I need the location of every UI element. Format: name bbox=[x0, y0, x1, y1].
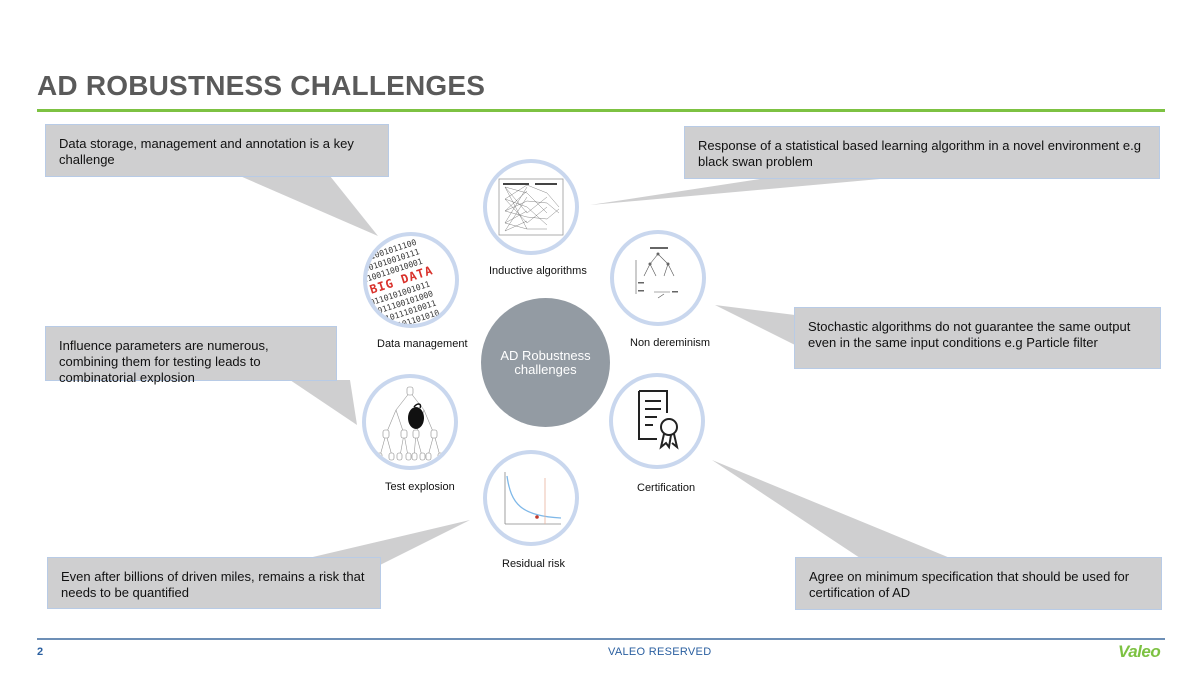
valeo-logo: Valeo bbox=[1118, 642, 1161, 661]
pointer-inductive bbox=[590, 179, 880, 205]
decision-tree-icon bbox=[635, 247, 678, 299]
callout-test-explosion: Influence parameters are numerous, combi… bbox=[45, 326, 337, 385]
pointer-data bbox=[240, 176, 378, 236]
label-data-management: Data management bbox=[377, 338, 468, 350]
node-certification bbox=[609, 373, 705, 469]
big-data-icon: 0101001011100 1001010010111 110011001000… bbox=[367, 238, 441, 324]
page-title: AD ROBUSTNESS CHALLENGES bbox=[37, 70, 486, 101]
footer-divider bbox=[37, 638, 1165, 640]
callout-residual-risk: Even after billions of driven miles, rem… bbox=[47, 557, 381, 609]
node-non-determinism bbox=[610, 230, 706, 326]
page-number: 2 bbox=[37, 646, 44, 658]
node-data-management: 0101001011100 1001010010111 110011001000… bbox=[363, 232, 459, 328]
callout-non-determinism: Stochastic algorithms do not guarantee t… bbox=[794, 307, 1161, 369]
node-residual-risk bbox=[483, 450, 579, 546]
center-hub: AD Robustness challenges bbox=[481, 298, 610, 427]
node-test-explosion bbox=[362, 374, 458, 470]
center-label: AD Robustness challenges bbox=[500, 347, 591, 377]
confidentiality-label: VALEO RESERVED bbox=[608, 646, 712, 658]
test-tree-icon bbox=[376, 386, 444, 461]
pointer-test bbox=[290, 380, 357, 425]
callout-data-management: Data storage, management and annotation … bbox=[45, 124, 389, 177]
title-underline bbox=[37, 109, 1165, 112]
label-certification: Certification bbox=[637, 482, 696, 494]
callout-inductive-algorithms: Response of a statistical based learning… bbox=[684, 126, 1160, 179]
label-inductive-algorithms: Inductive algorithms bbox=[489, 265, 587, 277]
label-non-determinism: Non dereminism bbox=[630, 337, 711, 349]
label-test-explosion: Test explosion bbox=[385, 481, 455, 493]
certificate-icon bbox=[638, 390, 679, 450]
node-inductive-algorithms bbox=[483, 159, 579, 255]
callout-certification: Agree on minimum specification that shou… bbox=[795, 557, 1162, 610]
pointer-residual bbox=[300, 520, 470, 565]
pointer-certification bbox=[712, 460, 950, 558]
risk-curve-icon bbox=[504, 472, 562, 525]
neural-network-icon bbox=[498, 178, 564, 236]
pointer-nondet bbox=[715, 305, 795, 345]
label-residual-risk: Residual risk bbox=[502, 558, 565, 570]
